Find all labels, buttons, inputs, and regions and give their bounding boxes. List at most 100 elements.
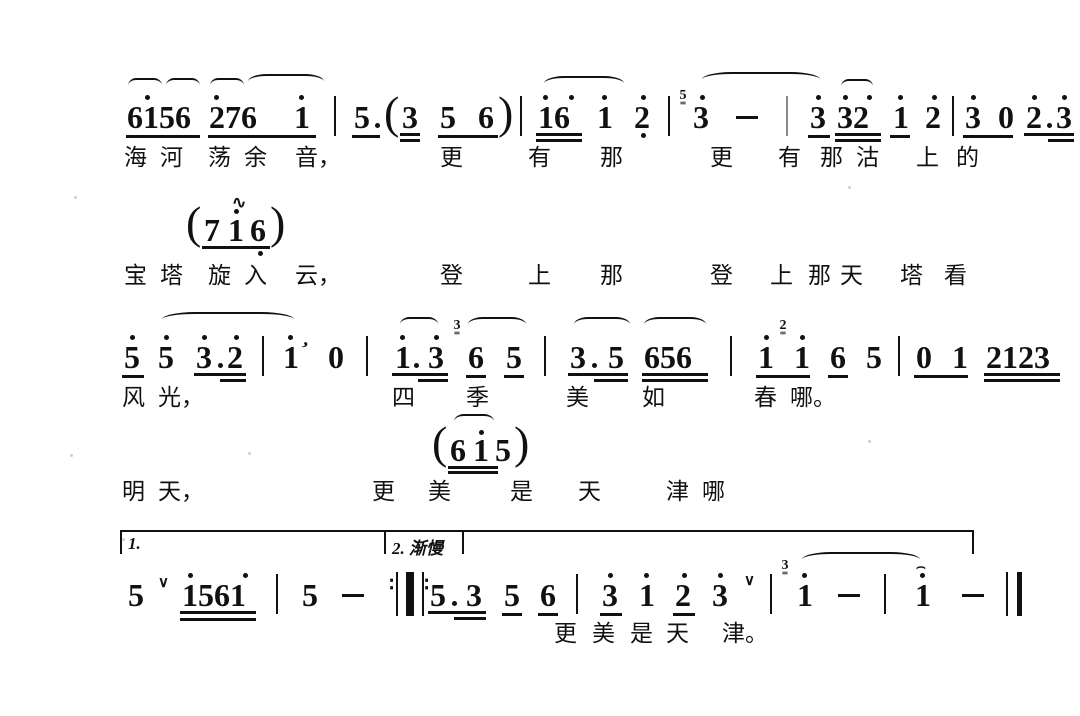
note-cell: 1 bbox=[915, 577, 931, 613]
note-cell: 6 bbox=[830, 339, 846, 375]
note-cell: 32 bbox=[837, 99, 869, 135]
string-symbol: ゠ bbox=[779, 568, 791, 580]
beam bbox=[600, 613, 622, 616]
volta-bracket-1: 1. bbox=[120, 530, 464, 554]
beam bbox=[568, 373, 628, 376]
octave-dot-above bbox=[843, 95, 848, 100]
beam bbox=[642, 373, 708, 376]
note-cell: 2123 bbox=[986, 339, 1050, 375]
barline bbox=[276, 574, 278, 614]
note-cell: 1561 bbox=[182, 577, 246, 613]
slur bbox=[802, 552, 920, 567]
barline bbox=[668, 96, 670, 136]
note-cell: 1 bbox=[228, 212, 244, 248]
beam bbox=[448, 471, 498, 474]
lyric-syllable: 津 bbox=[666, 479, 689, 504]
barline bbox=[770, 574, 772, 614]
string-indicator: 3 ゠ bbox=[778, 559, 792, 580]
beam bbox=[1048, 139, 1074, 142]
note-cell: 3 bbox=[570, 339, 586, 375]
breath-mark-icon: ∨ bbox=[158, 575, 169, 591]
octave-dot-above bbox=[202, 335, 207, 340]
note-cell: 5 bbox=[440, 99, 456, 135]
system-3-lyrics: 风 光， 四 季 美 如 春 哪。 bbox=[110, 380, 970, 420]
system-5-notes: 5 ∨ 1561 5 ∶ ∶ 5 3 5 6 bbox=[110, 552, 1022, 621]
note-cell: 3 bbox=[712, 577, 728, 613]
octave-dot-above bbox=[543, 95, 548, 100]
octave-dot-above bbox=[718, 573, 723, 578]
lyric-syllable: 美 bbox=[592, 621, 615, 646]
slur bbox=[454, 414, 494, 429]
beam bbox=[194, 373, 246, 376]
system-4: ( 6 1 5 ) 明 天， 更 美 是 天 津 哪 bbox=[110, 412, 970, 506]
lyric-syllable: 美 bbox=[566, 385, 589, 410]
repeat-start-barline: ∶ bbox=[406, 572, 429, 616]
beam bbox=[180, 611, 256, 614]
lyric-syllable: 是 bbox=[630, 621, 653, 646]
paren-open: ( bbox=[384, 87, 400, 138]
barline bbox=[576, 574, 578, 614]
note-cell: 2 bbox=[1026, 99, 1042, 135]
lyric-syllable: 宝 bbox=[124, 263, 147, 288]
note-cell: 5 bbox=[506, 339, 522, 375]
octave-dot-above bbox=[920, 573, 925, 578]
octave-dot-above bbox=[243, 573, 248, 578]
lyric-syllable: 上 bbox=[916, 145, 939, 170]
paren-close: ) bbox=[498, 87, 514, 138]
note-cell: 1 bbox=[794, 339, 810, 375]
octave-dot-above bbox=[700, 95, 705, 100]
barline bbox=[520, 96, 522, 136]
note-cell: 5 bbox=[495, 432, 511, 468]
note-cell: 6156 bbox=[127, 99, 191, 135]
string-symbol: ゠ bbox=[451, 328, 463, 340]
barline bbox=[952, 96, 954, 136]
scan-speck bbox=[848, 186, 851, 189]
octave-dot-above bbox=[764, 335, 769, 340]
lyric-syllable: 明 bbox=[122, 479, 145, 504]
note-cell: 5 bbox=[124, 339, 140, 375]
slur bbox=[128, 78, 162, 93]
lyric-syllable: 有 bbox=[528, 145, 551, 170]
beam bbox=[808, 135, 830, 138]
beam bbox=[914, 375, 968, 378]
lyric-syllable: 四 bbox=[392, 385, 415, 410]
lyric-syllable: 余 bbox=[244, 145, 267, 170]
note-cell: 276 bbox=[209, 99, 257, 135]
note-cell: 5 bbox=[302, 577, 318, 613]
beam bbox=[126, 135, 200, 138]
note-cell: 3 bbox=[466, 577, 482, 613]
note-cell: 5 bbox=[158, 339, 174, 375]
note-cell: 1 bbox=[283, 339, 299, 375]
note-cell: 2 bbox=[675, 577, 691, 613]
slur bbox=[702, 72, 820, 87]
octave-dot-above bbox=[816, 95, 821, 100]
note-cell: 3 bbox=[965, 99, 981, 135]
note-cell: 2 bbox=[634, 99, 650, 135]
lyric-syllable: 云， bbox=[295, 263, 341, 288]
lyric-syllable: 更 bbox=[710, 145, 733, 170]
system-2-notes: ∿ ( 7 1 6 ) bbox=[110, 194, 970, 256]
barline bbox=[262, 336, 264, 376]
note-cell: 0 bbox=[998, 99, 1014, 135]
note-cell: 5 bbox=[866, 339, 882, 375]
slur bbox=[841, 79, 873, 94]
beam bbox=[418, 379, 448, 382]
lyric-syllable: 入 bbox=[244, 263, 267, 288]
beam bbox=[835, 133, 881, 136]
beam bbox=[828, 375, 848, 378]
note-cell: 1 bbox=[893, 99, 909, 135]
octave-dot-above bbox=[288, 335, 293, 340]
augmentation-dot bbox=[1047, 123, 1052, 128]
octave-dot-above bbox=[234, 209, 239, 214]
note-cell: 5 bbox=[354, 99, 370, 135]
octave-dot-above bbox=[971, 95, 976, 100]
note-cell: 0 bbox=[916, 339, 932, 375]
paren-close: ) bbox=[270, 197, 286, 248]
octave-dot-above bbox=[299, 95, 304, 100]
slur bbox=[468, 317, 526, 332]
lyric-syllable: 哪。 bbox=[790, 385, 836, 410]
note-cell: 5 bbox=[608, 339, 624, 375]
note-cell: 6 bbox=[250, 212, 266, 248]
note-cell: 6 bbox=[540, 577, 556, 613]
